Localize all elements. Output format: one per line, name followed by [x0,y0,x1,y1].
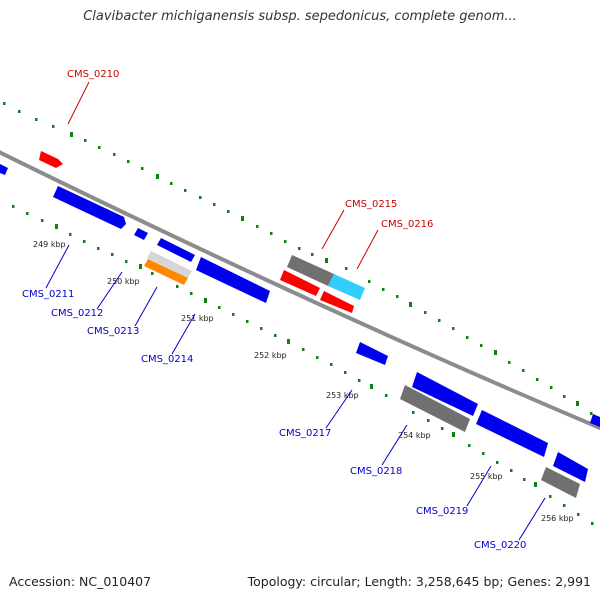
gene-fragment-right [590,414,600,427]
gene-cms-0211[interactable] [53,186,126,229]
gene-cms-0215[interactable] [287,255,334,286]
topology-text: Topology: circular; Length: 3,258,645 bp… [247,574,591,589]
gene-cms-0213a[interactable] [147,251,192,278]
kbp-label: 251 kbp [181,314,214,323]
gene-label[interactable]: CMS_0212 [51,308,103,319]
gene-labels: CMS_0210 CMS_0215 CMS_0216 CMS_0211 CMS_… [22,69,526,551]
gene-label[interactable]: CMS_0215 [345,199,397,210]
gene-label[interactable]: CMS_0211 [22,289,74,300]
gene-cms-0210[interactable] [39,151,63,168]
gene-label[interactable]: CMS_0219 [416,506,468,517]
kbp-label: 252 kbp [254,351,287,360]
label-connectors [45,81,546,541]
gene-cms-0219[interactable] [476,410,548,457]
gene-label[interactable]: CMS_0210 [67,69,119,80]
gene-cms-0218a[interactable] [412,372,478,416]
accession-text: Accession: NC_010407 [9,574,152,589]
kbp-label: 256 kbp [541,514,574,523]
gene-cms-0212[interactable] [134,228,148,240]
kbp-labels: 249 kbp 250 kbp 251 kbp 252 kbp 253 kbp … [33,240,574,523]
kbp-label: 254 kbp [398,431,431,440]
gene-cms-0220a[interactable] [553,452,588,482]
gene-label[interactable]: CMS_0218 [350,466,402,477]
gene-features [0,151,600,498]
gene-label[interactable]: CMS_0213 [87,326,139,337]
gene-cms-0220[interactable] [541,467,580,498]
gene-label[interactable]: CMS_0214 [141,354,193,365]
gene-cms-0216[interactable] [328,274,365,300]
gene-label[interactable]: CMS_0217 [279,428,331,439]
gene-label[interactable]: CMS_0216 [381,219,433,230]
kbp-label: 250 kbp [107,277,140,286]
gene-cms-0217[interactable] [356,342,388,365]
gene-cms-0214a[interactable] [157,238,195,262]
gene-cms-0218[interactable] [400,385,470,432]
gene-cms-0215b[interactable] [280,270,320,296]
kbp-label: 255 kbp [470,472,503,481]
kbp-label: 249 kbp [33,240,66,249]
gene-cms-0213[interactable] [144,259,188,285]
kbp-label: 253 kbp [326,391,359,400]
tick-marks [3,102,594,525]
map-title: Clavibacter michiganensis subsp. sepedon… [83,9,517,24]
gene-label[interactable]: CMS_0220 [474,540,526,551]
genome-backbone [0,150,600,431]
gene-cms-0214[interactable] [196,257,270,303]
gene-fragment-left [0,164,8,175]
gene-cms-0216b[interactable] [320,291,354,313]
